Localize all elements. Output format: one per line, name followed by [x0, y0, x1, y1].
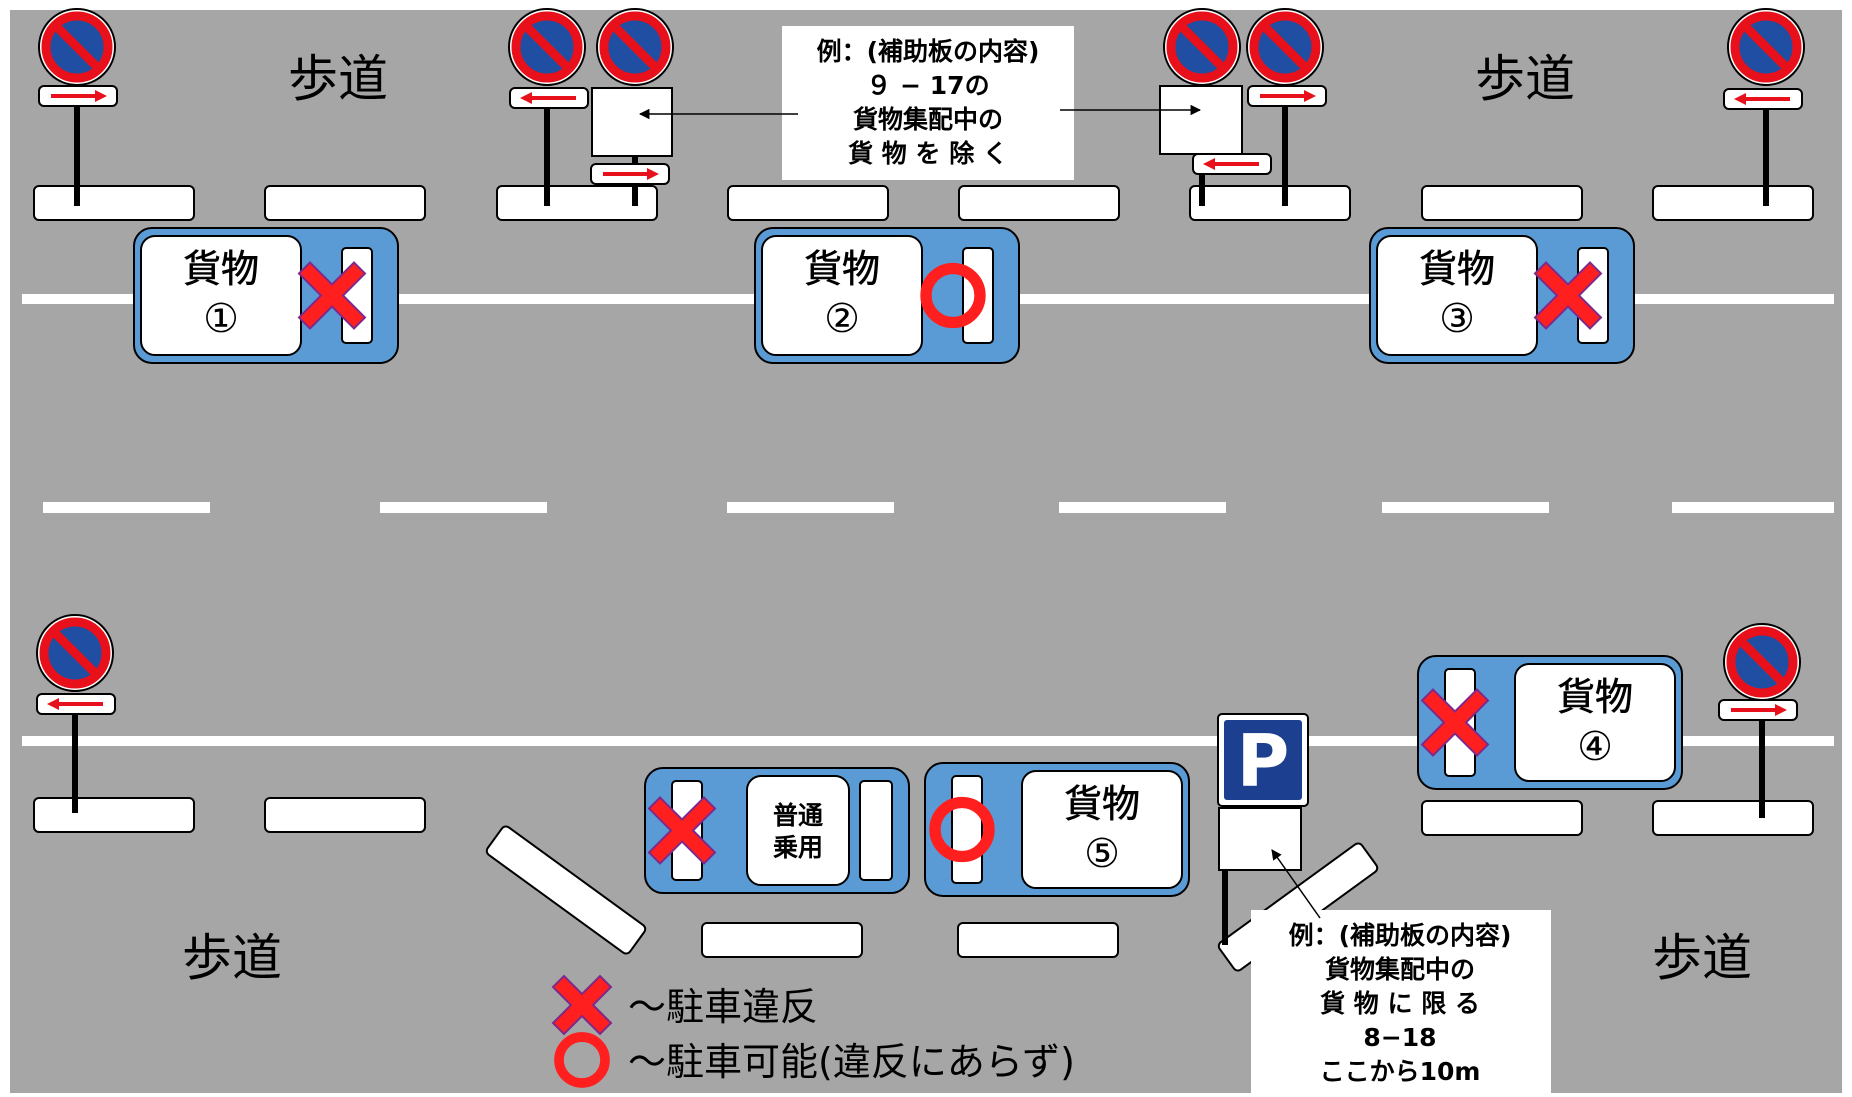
cross-mark-icon — [647, 796, 717, 865]
no-parking-sign-icon — [1723, 623, 1801, 701]
vehicle-label-line2: 乗用 — [773, 833, 823, 862]
callout-bottom-line-4: 8−18 — [1363, 1023, 1436, 1052]
vehicle-label: 貨物 — [1419, 247, 1495, 291]
direction-plate-arrow-icon — [38, 85, 118, 107]
vehicle-label: 貨物 — [183, 247, 259, 291]
center-dashed-line — [43, 502, 1834, 513]
supplementary-boards — [591, 85, 1302, 871]
callout-top-text: 例：(補助板の内容) ９ − 17の 貨物集配中の 貨 物 を 除 く — [817, 37, 1040, 168]
no-parking-signs — [36, 8, 1805, 701]
sidewalk-label-bottom-right: 歩道 — [1652, 929, 1752, 987]
direction-plate-arrow-icon — [1723, 88, 1803, 110]
legend-text: 〜駐車可能(違反にあらず) — [628, 1040, 1075, 1084]
direction-plate-arrow-icon — [590, 163, 670, 185]
no-parking-sign-icon — [1163, 8, 1241, 86]
circle-mark-icon — [920, 262, 986, 329]
sidewalk-label-top-left: 歩道 — [288, 50, 388, 108]
cross-mark-icon — [297, 261, 367, 330]
parking-sign-letter: P — [1237, 719, 1290, 803]
vehicle-label: 貨物 — [1557, 675, 1633, 719]
callout-bottom-line-5: ここから10m — [1320, 1057, 1481, 1086]
callout-bottom-line-3: 貨 物 に 限 る — [1320, 989, 1480, 1018]
vehicle-number: ② — [824, 296, 860, 342]
direction-plate-arrow-icon — [1247, 85, 1327, 107]
direction-plates — [36, 85, 1803, 721]
callout-bottom-line-1: 例：(補助板の内容) — [1289, 921, 1512, 950]
sidewalk-label-bottom-left: 歩道 — [182, 929, 282, 987]
vehicle-label: 貨物 — [804, 247, 880, 291]
callout-bottom-line-2: 貨物集配中の — [1325, 955, 1475, 984]
callout-top-line-1: 例：(補助板の内容) — [817, 37, 1040, 66]
no-parking-sign-icon — [596, 8, 674, 86]
vehicle-3: 貨物 ③ — [1369, 227, 1635, 364]
callout-bottom-text: 例：(補助板の内容) 貨物集配中の 貨 物 に 限 る 8−18 ここから10m — [1289, 921, 1512, 1086]
direction-plate-arrow-icon — [1192, 153, 1272, 175]
cross-mark-icon — [551, 974, 613, 1036]
sidewalk-label-top-right: 歩道 — [1475, 50, 1575, 108]
callout-top-line-3: 貨物集配中の — [853, 105, 1003, 134]
circle-mark-icon — [554, 1032, 610, 1088]
direction-plate-arrow-icon — [509, 87, 589, 109]
no-parking-sign-icon — [508, 8, 586, 86]
callout-top-line-4: 貨 物 を 除 く — [848, 139, 1008, 168]
cross-mark-icon — [1420, 688, 1490, 757]
curb-stones-top — [33, 185, 1814, 221]
callout-arrows — [638, 104, 1321, 919]
vehicle-label: 貨物 — [1064, 782, 1140, 826]
vehicle-label-line1: 普通 — [773, 801, 823, 830]
legend-item-2: 〜駐車可能(違反にあらず) — [554, 1032, 1075, 1088]
vehicle-number: ③ — [1439, 296, 1475, 342]
vehicle-number: ⑤ — [1084, 831, 1120, 877]
parking-sign: P — [1217, 713, 1309, 807]
legend: 〜駐車違反〜駐車可能(違反にあらず) — [551, 974, 1075, 1088]
circle-mark-icon — [929, 796, 995, 863]
lane-line-bottom — [22, 736, 1834, 746]
vehicle-number: ① — [203, 296, 239, 342]
vehicle-2: 貨物 ② — [754, 227, 1020, 364]
no-parking-sign-icon — [36, 614, 114, 692]
no-parking-sign-icon — [1246, 8, 1324, 86]
vehicle-1: 貨物 ① — [133, 227, 399, 364]
cross-mark-icon — [1533, 261, 1603, 330]
direction-plate-arrow-icon — [36, 693, 116, 715]
legend-item-1: 〜駐車違反 — [551, 974, 818, 1036]
callout-top-box — [782, 26, 1074, 180]
callout-top-line-2: ９ − 17の — [866, 71, 989, 100]
no-parking-sign-icon — [38, 8, 116, 86]
direction-plate-arrow-icon — [1718, 699, 1798, 721]
no-parking-sign-icon — [1727, 8, 1805, 86]
vehicle-4: 貨物 ④ — [1417, 655, 1683, 790]
vehicle-number: ④ — [1577, 724, 1613, 770]
callout-bottom-box — [1251, 910, 1551, 1093]
vehicle-5: 貨物 ⑤ — [924, 762, 1190, 897]
legend-text: 〜駐車違反 — [628, 985, 818, 1029]
